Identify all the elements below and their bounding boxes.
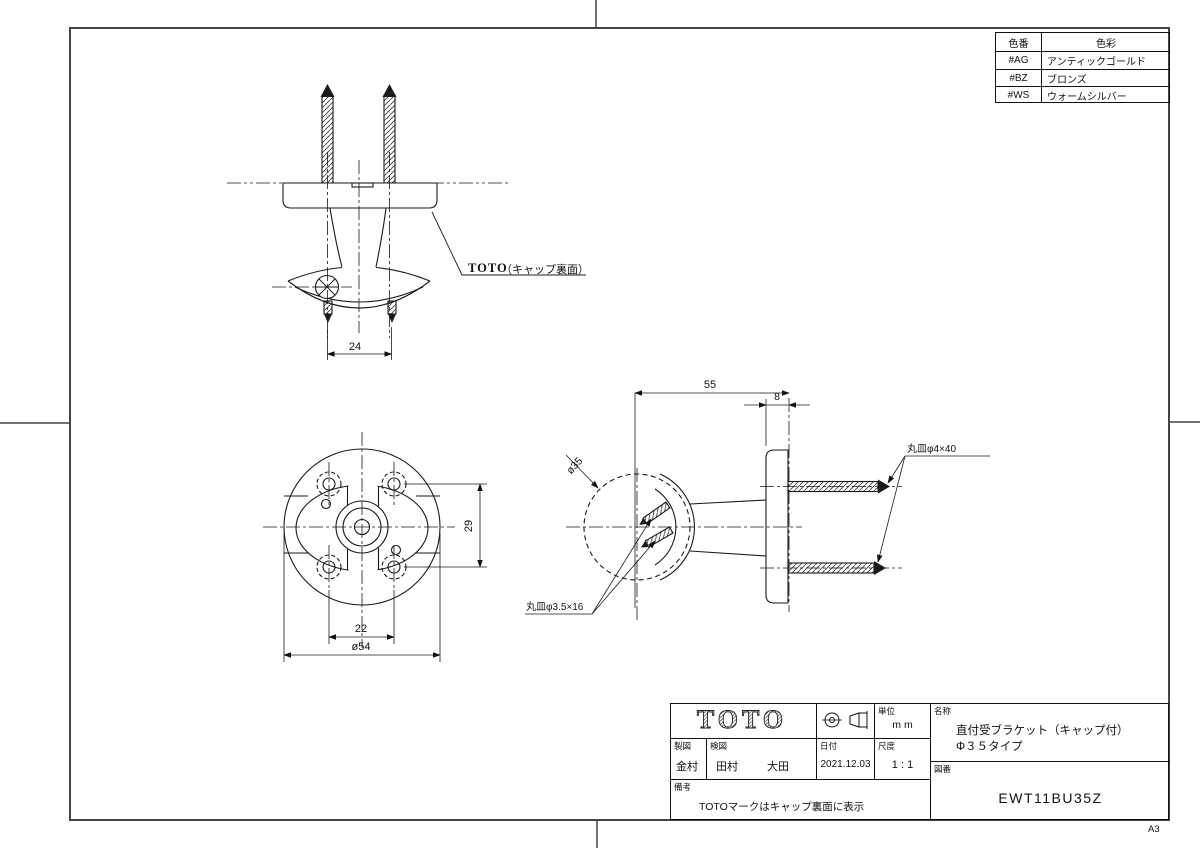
- mounting-screw-right: [382, 84, 397, 184]
- checker-cell: 検図 田村 大田: [706, 738, 816, 779]
- elevation-view: 24 TOTO （キャップ裏面）: [227, 84, 589, 360]
- dim-54-label: ø54: [352, 641, 371, 653]
- screw-tip-left: [323, 300, 333, 323]
- part-name-line2: Φ３５タイプ: [956, 741, 1023, 753]
- scale-value: 1 : 1: [891, 759, 914, 771]
- color-name-ws: ウォームシルバー: [1041, 86, 1170, 103]
- toto-logo: TOTO: [697, 705, 787, 734]
- stem: [329, 207, 387, 268]
- color-code-ag: #AG: [996, 51, 1041, 69]
- dia35-label: ø35: [564, 455, 585, 477]
- unit-label: 単位: [878, 706, 896, 716]
- dim-29-label: 29: [463, 520, 475, 532]
- screw-small-leader: [525, 518, 656, 615]
- number-cell: 図番 EWT11BU35Z: [930, 761, 1170, 821]
- cap-edges: [284, 495, 440, 554]
- logo-cell: TOTO: [671, 704, 816, 738]
- screw-large-leader: [877, 455, 990, 563]
- drafter-label: 製図: [674, 741, 692, 751]
- wall-plate: [765, 449, 789, 604]
- title-block: TOTO 単位 m m 製図 金村: [670, 703, 1170, 821]
- flange-notch: [351, 182, 374, 188]
- checker-name-1: 田村: [716, 761, 738, 773]
- small-screw-1: [639, 501, 671, 526]
- dim-22-label: 22: [355, 623, 367, 635]
- color-code-ws: #WS: [996, 86, 1041, 103]
- dia35-leader: [565, 454, 599, 489]
- drawing-number: EWT11BU35Z: [998, 790, 1103, 806]
- color-name-bz: ブロンズ: [1041, 69, 1170, 86]
- dim-55-label: 55: [704, 379, 716, 391]
- axis-lines: [272, 152, 390, 338]
- dim-8: [744, 399, 810, 446]
- dim-54: [283, 533, 441, 662]
- name-cell: 名称 直付受ブラケット（キャップ付） Φ３５タイプ: [930, 704, 1170, 761]
- cap-mark-leader: [431, 211, 586, 276]
- part-name-line1: 直付受ブラケット（キャップ付）: [956, 725, 1129, 737]
- color-name-ag: アンティックゴールド: [1041, 51, 1170, 69]
- dim-24-label: 24: [349, 341, 361, 353]
- unit-cell: 単位 m m: [874, 704, 930, 738]
- color-code-bz: #BZ: [996, 69, 1041, 86]
- mounting-screw-left: [320, 84, 335, 184]
- front-centerlines: [263, 432, 455, 648]
- remarks-text: TOTOマークはキャップ裏面に表示: [699, 801, 865, 813]
- dim-29: [404, 483, 487, 568]
- color-table-header-color: 色彩: [1041, 33, 1170, 51]
- color-table-header-code: 色番: [1008, 38, 1029, 50]
- scale-cell: 尺度 1 : 1: [874, 738, 930, 779]
- dim-55: [634, 390, 790, 608]
- side-centerlines: [566, 398, 902, 622]
- screw-tip-right: [387, 300, 397, 323]
- checker-label: 検図: [710, 741, 728, 751]
- sheet-size-label: A3: [1148, 824, 1160, 835]
- cap-mark-text: （キャップ裏面）: [501, 262, 589, 276]
- projection-symbol-cell: [816, 704, 874, 738]
- drafter-cell: 製図 金村: [671, 738, 706, 779]
- remarks-label: 備考: [674, 782, 692, 792]
- scale-label: 尺度: [878, 741, 896, 751]
- color-table: 色番 色彩 #AG アンティックゴールド #BZ ブロンズ #WS ウォームシル…: [995, 32, 1170, 103]
- dim-22: [328, 590, 395, 644]
- screw-large-label: 丸皿φ4×40: [907, 442, 956, 455]
- date-label: 日付: [820, 741, 838, 751]
- date-value: 2021.12.03: [820, 759, 871, 770]
- front-view: 22 ø54 29: [263, 432, 487, 662]
- remarks-cell: 備考 TOTOマークはキャップ裏面に表示: [671, 779, 930, 821]
- side-view: 55 8 ø35 丸皿φ4×40: [525, 379, 990, 622]
- checker-name-2: 大田: [767, 761, 789, 773]
- cap-mark-logo: TOTO: [468, 261, 508, 275]
- drafter-name: 金村: [676, 761, 698, 773]
- dim-8-label: 8: [774, 391, 780, 403]
- name-label: 名称: [934, 706, 952, 716]
- pin-mark-2: [390, 544, 402, 556]
- third-angle-symbol: [822, 711, 868, 729]
- screw-small-label: 丸皿φ3.5×16: [526, 600, 584, 613]
- date-cell: 日付 2021.12.03: [816, 738, 874, 779]
- dim-24: [326, 327, 393, 360]
- flange-plate: [282, 182, 438, 209]
- pin-mark-1: [320, 498, 332, 510]
- unit-value: m m: [892, 719, 913, 731]
- number-label: 図番: [934, 764, 952, 774]
